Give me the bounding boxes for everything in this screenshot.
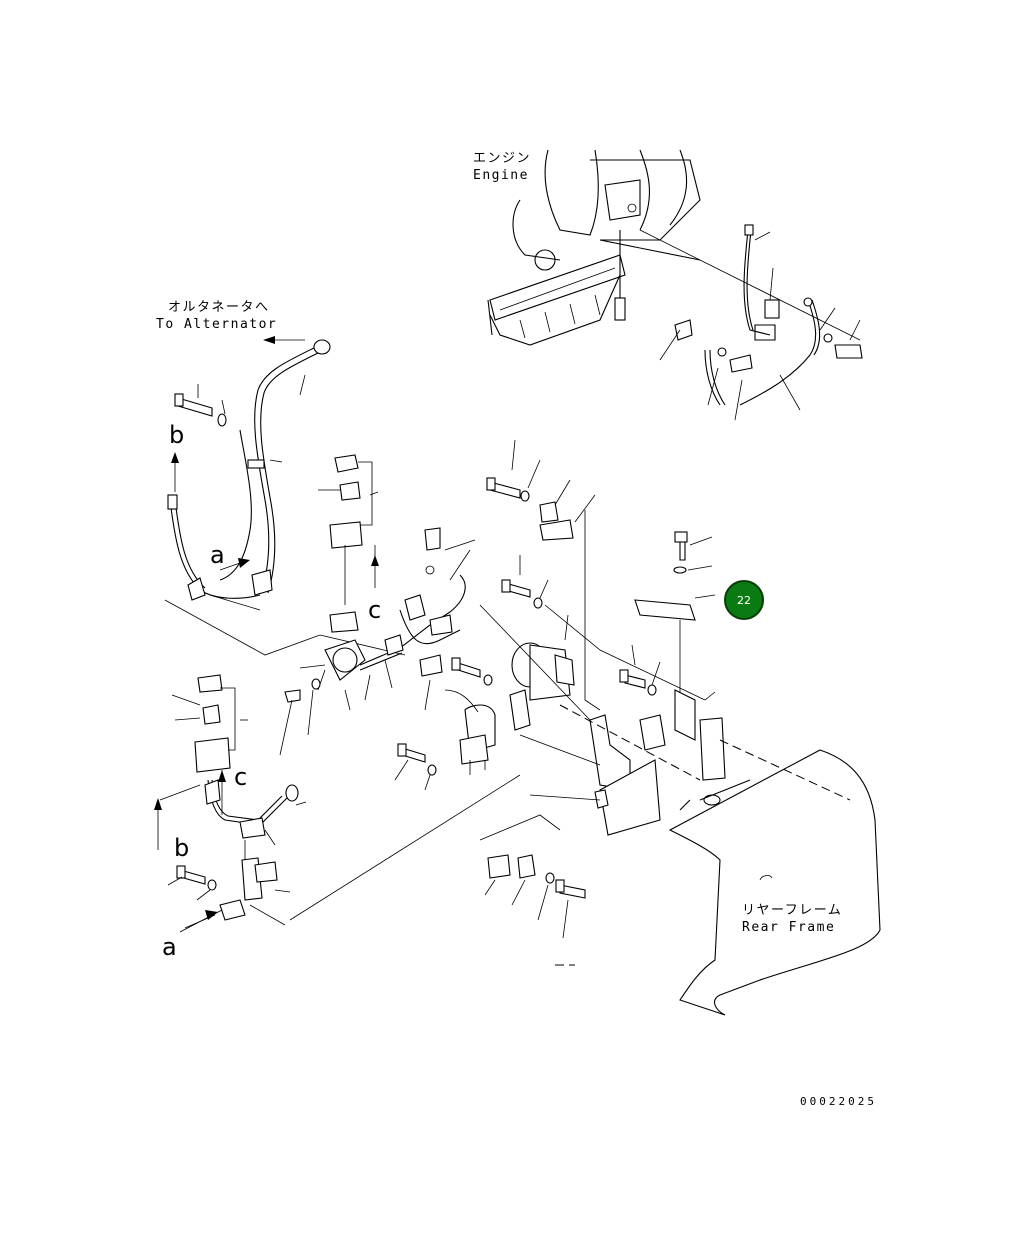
rear-frame-label-en: Rear Frame — [742, 920, 835, 935]
rear-frame-label-jp: リヤーフレーム — [742, 903, 842, 918]
callout-number[interactable]: 22 — [737, 594, 751, 607]
lower-harness — [159, 674, 307, 933]
lower-clamps — [479, 814, 586, 966]
alternator-label-en: To Alternator — [156, 317, 277, 332]
ground-cables — [639, 224, 863, 421]
mounting-brackets — [289, 510, 851, 921]
bolts-center — [279, 439, 713, 791]
ref-b-bottom: b — [174, 834, 189, 862]
drawing-number: 00022025 — [800, 1095, 877, 1108]
rear-frame — [668, 749, 881, 1016]
relay-group-upper — [318, 454, 379, 605]
reference-arrows — [154, 336, 379, 929]
alternator-label-jp: オルタネータへ — [168, 300, 270, 315]
main-junction — [299, 527, 476, 711]
ref-a-top: a — [210, 541, 225, 569]
bolt-washer-topleft — [174, 384, 227, 427]
ref-c-top: c — [368, 596, 381, 624]
engine-assembly — [487, 149, 701, 346]
battery-relay — [444, 614, 575, 775]
alternator-harness — [164, 339, 406, 656]
ref-a-bottom: a — [162, 933, 177, 961]
ref-c-bottom: c — [234, 763, 247, 791]
engine-label-en: Engine — [473, 168, 529, 183]
ref-b-top: b — [169, 421, 184, 449]
part-callout-22[interactable]: 22 — [724, 580, 764, 620]
engine-label-jp: エンジン — [473, 151, 531, 166]
callout-circle[interactable] — [724, 580, 764, 620]
